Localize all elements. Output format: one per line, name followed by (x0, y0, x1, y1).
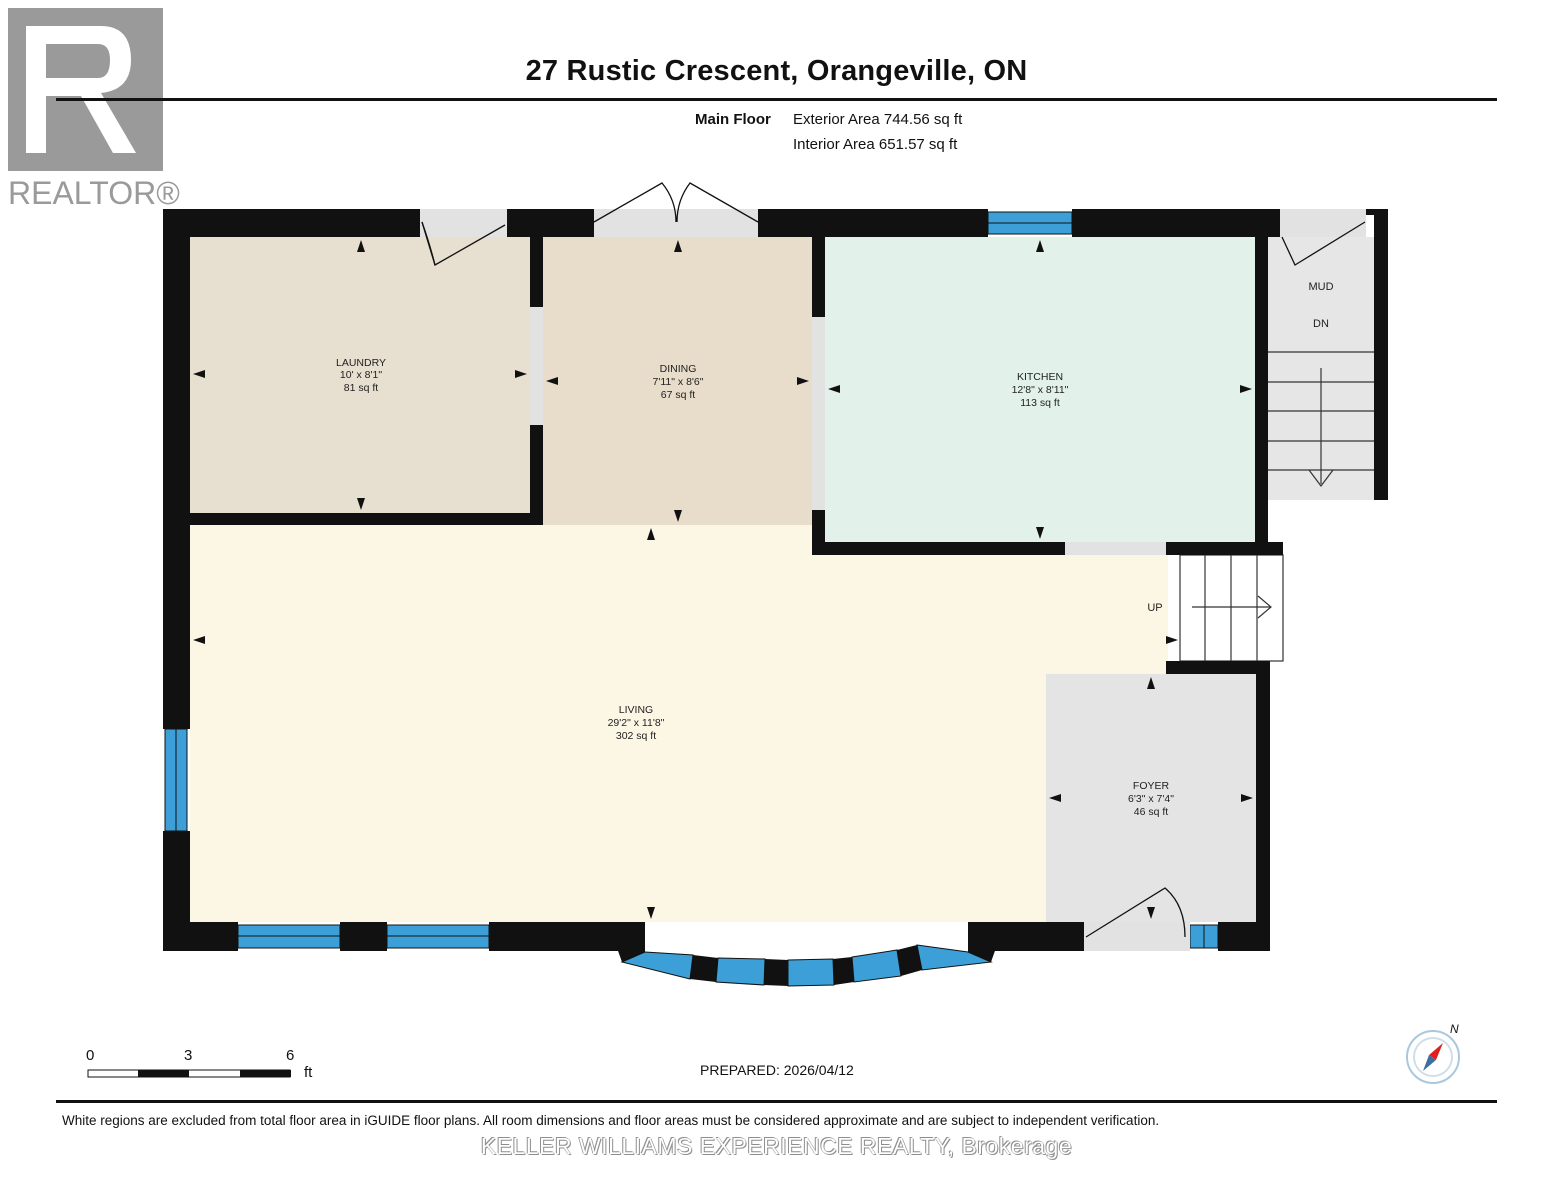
walls (163, 209, 1388, 986)
room-living (190, 525, 1168, 922)
laundry-name: LAUNDRY (336, 357, 386, 369)
realtor-wordmark: REALTOR® (8, 175, 180, 211)
stairs-down (1268, 351, 1374, 487)
dining-name: DINING (660, 363, 697, 375)
interior-area: Interior Area 651.57 sq ft (793, 136, 958, 153)
foyer-dimensions: 6'3" x 7'4" (1128, 793, 1174, 805)
living-area: 302 sq ft (616, 730, 656, 742)
header-divider (56, 98, 1497, 101)
doors (421, 182, 1366, 938)
disclaimer-text: White regions are excluded from total fl… (62, 1113, 1160, 1128)
bay-window-floor (645, 922, 968, 956)
room-laundry (190, 237, 530, 513)
page-title: 27 Rustic Crescent, Orangeville, ON (525, 55, 1028, 87)
dimension-arrows (193, 240, 1253, 919)
scale-tick-6: 6 (286, 1047, 295, 1064)
room-kitchen (825, 237, 1255, 542)
laundry-dimensions: 10' x 8'1" (340, 369, 382, 381)
realtor-logo: REALTOR® (6, 8, 186, 213)
brokerage-watermark: KELLER WILLIAMS EXPERIENCE REALTY, Broke… (480, 1133, 1073, 1159)
label-living: LIVING 29'2" x 11'8" 302 sq ft (608, 704, 665, 742)
living-name: LIVING (619, 704, 653, 716)
down-label: DN (1313, 318, 1329, 330)
stairs-up (1179, 554, 1284, 662)
scale-unit: ft (304, 1064, 313, 1081)
dining-dimensions: 7'11" x 8'6" (653, 376, 704, 388)
floor-name: Main Floor (695, 111, 771, 128)
dining-area: 67 sq ft (661, 389, 696, 401)
compass-icon: N (1400, 1020, 1470, 1090)
north-label: N (1450, 1022, 1459, 1036)
foyer-name: FOYER (1133, 780, 1170, 792)
room-foyer (1046, 674, 1256, 922)
up-label: UP (1147, 602, 1162, 614)
laundry-area: 81 sq ft (344, 382, 379, 394)
scale-bar (87, 1069, 291, 1078)
kitchen-area: 113 sq ft (1020, 397, 1060, 409)
label-foyer: FOYER 6'3" x 7'4" 46 sq ft (1128, 780, 1174, 818)
scale-tick-0: 0 (86, 1047, 95, 1064)
label-kitchen: KITCHEN 12'8" x 8'11" 113 sq ft (1012, 371, 1069, 409)
mud-label: MUD (1308, 281, 1333, 293)
label-laundry: LAUNDRY 10' x 8'1" 81 sq ft (336, 357, 386, 394)
window-lines (175, 222, 1205, 948)
foyer-area: 46 sq ft (1134, 806, 1169, 818)
prepared-date: PREPARED: 2026/04/12 (700, 1062, 854, 1078)
scale-tick-3: 3 (184, 1047, 193, 1064)
living-dimensions: 29'2" x 11'8" (608, 717, 665, 729)
footer-divider (56, 1100, 1497, 1103)
label-dining: DINING 7'11" x 8'6" 67 sq ft (653, 363, 704, 401)
room-dining (543, 237, 812, 525)
exterior-area: Exterior Area 744.56 sq ft (793, 111, 963, 128)
kitchen-dimensions: 12'8" x 8'11" (1012, 384, 1069, 396)
kitchen-name: KITCHEN (1017, 371, 1063, 383)
